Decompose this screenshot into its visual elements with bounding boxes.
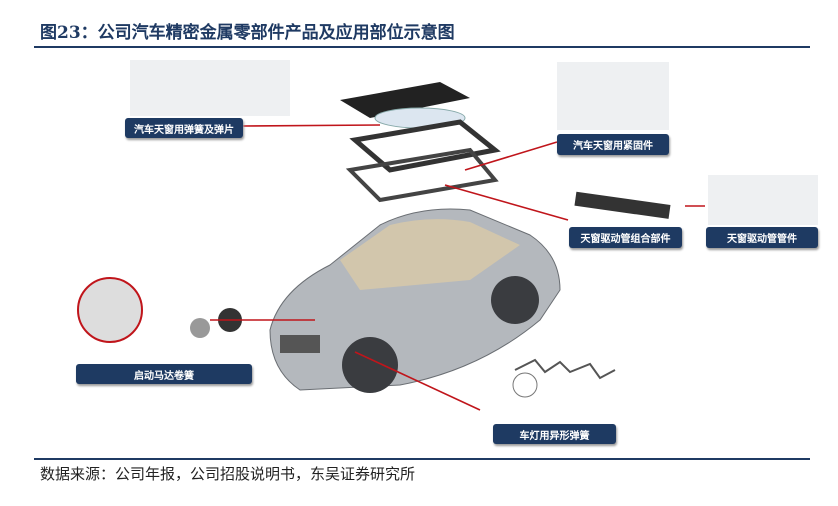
fastener-photo	[557, 62, 669, 130]
label-drive-tube-assembly: 天窗驱动管组合部件	[569, 227, 682, 248]
drive-tube-assembly-image	[574, 191, 671, 219]
label-drive-tube: 天窗驱动管管件	[706, 227, 818, 248]
sunroof-frame	[349, 119, 501, 173]
source-note: 数据来源：公司年报，公司招股说明书，东吴证券研究所	[40, 465, 416, 483]
car-interior	[340, 219, 520, 290]
front-wheel	[342, 337, 398, 393]
lamp-spring-ring	[512, 372, 538, 398]
starter-spring-part	[190, 318, 210, 338]
rear-wheel	[491, 276, 539, 324]
drive-tube-photo	[708, 175, 818, 225]
label-sunroof-spring: 汽车天窗用弹簧及弹片	[125, 118, 243, 138]
spring-photo	[130, 60, 290, 116]
sunroof-frame-lower	[345, 147, 499, 203]
car-grille	[280, 335, 320, 353]
label-sunroof-fastener: 汽车天窗用紧固件	[557, 134, 669, 155]
figure-title: 图23：公司汽车精密金属零部件产品及应用部位示意图	[40, 23, 455, 43]
source-rule	[34, 458, 810, 460]
label-lamp-spring: 车灯用异形弹簧	[493, 424, 616, 444]
sunroof-glass	[340, 82, 470, 118]
label-starter-spring: 启动马达卷簧	[76, 364, 252, 384]
lamp-spring-image	[514, 358, 616, 380]
title-rule	[34, 46, 810, 48]
starter-spring-image	[77, 277, 143, 343]
